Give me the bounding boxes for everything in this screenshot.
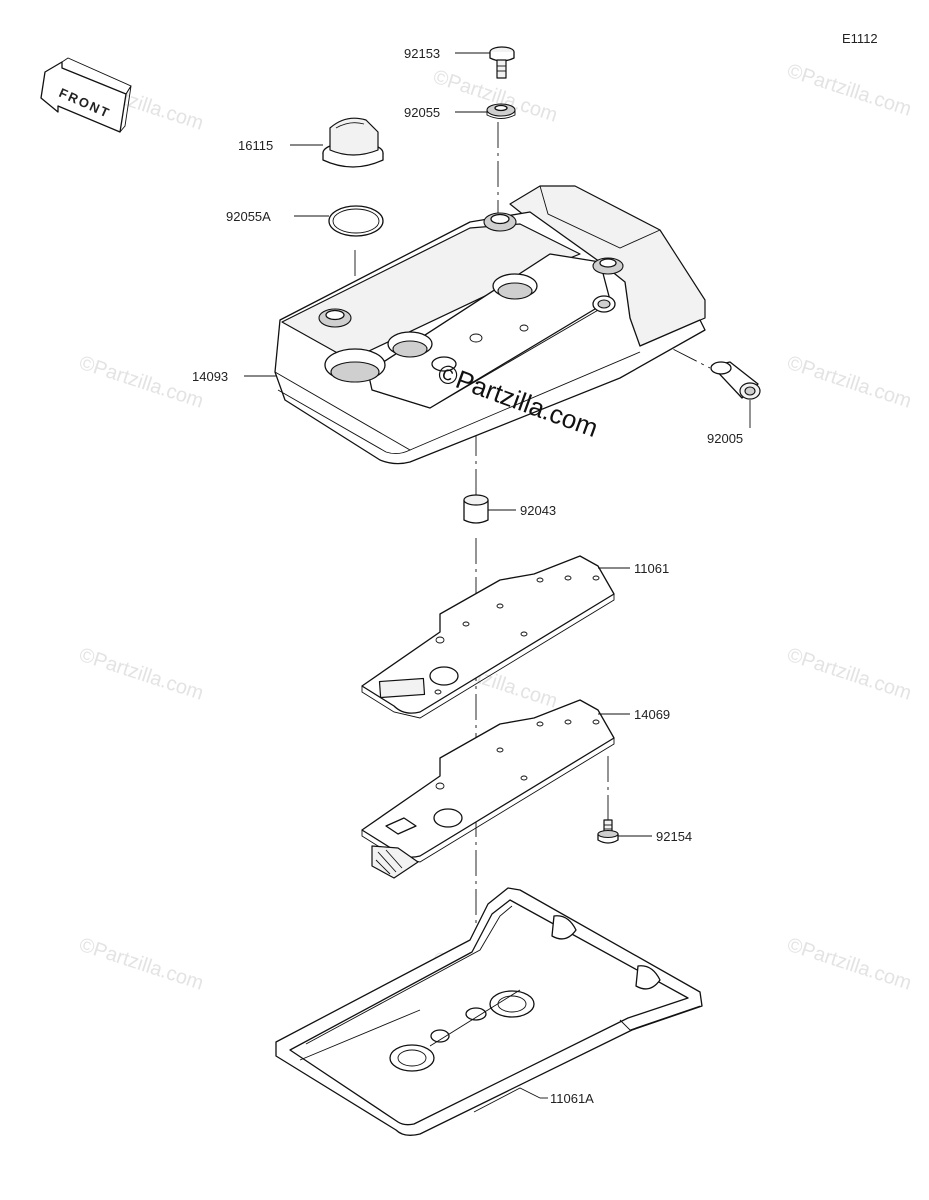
watermark: ©Partzilla.com [76, 644, 206, 705]
part-11061A-head-cover-gasket [275, 887, 703, 1136]
part-number-label: 92055A [226, 209, 271, 224]
part-92154-bolt [597, 819, 619, 844]
part-number-label: 14069 [634, 707, 670, 722]
part-number-label: 16115 [238, 138, 273, 153]
diagram-code: E1112 [842, 31, 878, 46]
part-92153-bolt [489, 46, 515, 79]
watermarks: ©Partzilla.com ©Partzilla.com ©Partzilla… [76, 60, 914, 1009]
part-11061-gasket [361, 555, 615, 719]
watermark: ©Partzilla.com [784, 352, 914, 413]
part-16115-oil-cap [322, 117, 384, 168]
part-number-label: 92005 [707, 431, 743, 446]
part-92055A-o-ring [328, 205, 384, 237]
part-number-label: 92154 [656, 829, 692, 844]
part-number-label: 11061A [550, 1091, 594, 1106]
part-number-label: 11061 [634, 561, 669, 576]
part-92055-washer [486, 103, 516, 119]
part-number-label: 92153 [404, 46, 440, 61]
part-labels: 92153 92055 16115 92055A 14093 92005 920… [192, 46, 743, 1106]
watermark: ©Partzilla.com [784, 644, 914, 705]
watermark: ©Partzilla.com [76, 934, 206, 995]
part-number-label: 14093 [192, 369, 228, 384]
part-number-label: 92043 [520, 503, 556, 518]
watermark: ©Partzilla.com [76, 352, 206, 413]
part-14069-plate [361, 699, 615, 879]
part-92005-fitting [710, 361, 761, 400]
watermark: ©Partzilla.com [784, 934, 914, 995]
front-arrow-icon: FRONT [40, 57, 132, 133]
part-92043-collar [463, 494, 489, 524]
watermark: ©Partzilla.com [784, 60, 914, 121]
leader-lines [244, 52, 751, 1113]
part-14093-cylinder-head-cover [274, 185, 706, 465]
part-number-label: 92055 [404, 105, 440, 120]
